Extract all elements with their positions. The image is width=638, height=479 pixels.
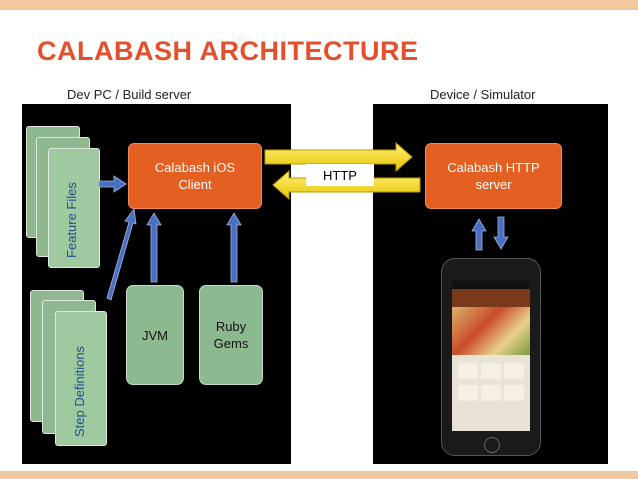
jvm-box: JVM: [126, 285, 184, 385]
app-grid-cell: [504, 363, 524, 379]
calabash-ios-client-label: Calabash iOS Client: [154, 160, 236, 192]
step-defs-arrow: [106, 207, 137, 301]
calabash-http-server-box: Calabash HTTP server: [425, 143, 562, 209]
http-label: HTTP: [306, 164, 374, 186]
ruby-gems-box: Ruby Gems: [199, 285, 263, 385]
step-def-card-front: [55, 311, 107, 446]
dev-pc-label: Dev PC / Build server: [67, 87, 192, 102]
ruby-gems-label: Ruby Gems: [213, 319, 249, 351]
app-grid-cell: [458, 385, 478, 401]
http-arrow-right: [264, 141, 413, 173]
phone-app-header: [452, 289, 530, 307]
home-button-icon: [484, 437, 500, 453]
calabash-ios-client-box: Calabash iOS Client: [128, 143, 262, 209]
app-grid-cell: [504, 385, 524, 401]
ruby-gems-arrow: [226, 212, 242, 283]
app-grid-cell: [458, 363, 478, 379]
app-grid-cell: [481, 385, 501, 401]
server-to-phone-arrow: [493, 216, 509, 250]
jvm-arrow: [146, 212, 162, 283]
calabash-http-server-label: Calabash HTTP server: [447, 160, 540, 192]
phone-device: [441, 258, 541, 456]
jvm-label: JVM: [142, 327, 168, 343]
device-label: Device / Simulator: [430, 87, 536, 102]
food-image: [452, 307, 530, 355]
slide-title: CALABASH ARCHITECTURE: [37, 36, 419, 66]
phone-status-bar: [452, 281, 530, 289]
feature-files-arrow: [98, 175, 127, 193]
phone-to-server-arrow: [471, 218, 487, 251]
top-accent-bar: [0, 0, 638, 10]
app-grid-cell: [481, 363, 501, 379]
phone-screen: [452, 281, 530, 431]
feature-file-card-front: [48, 148, 100, 268]
bottom-accent-bar: [0, 471, 638, 479]
